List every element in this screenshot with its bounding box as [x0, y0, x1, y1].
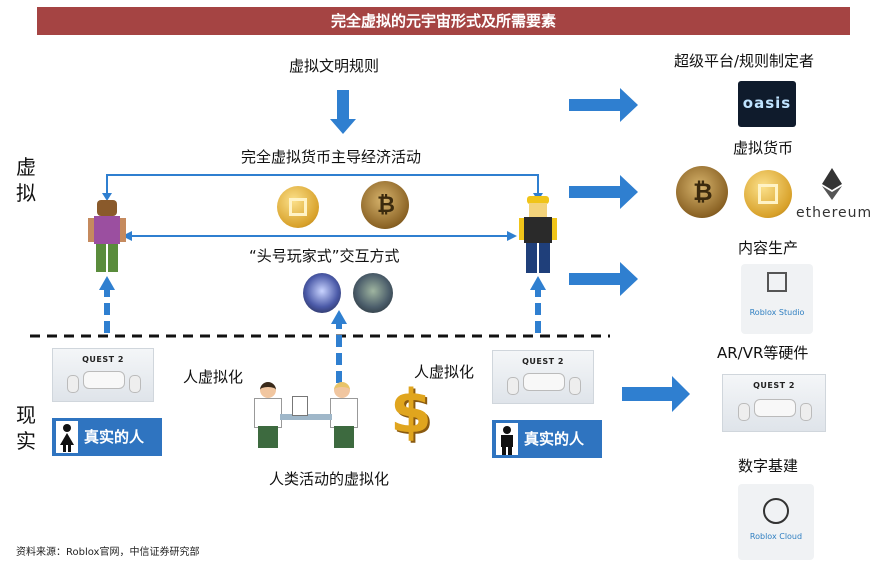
side-label-virtual: 虚拟 — [16, 155, 36, 205]
oasis-logo: oasis — [738, 81, 796, 127]
globe-icon — [763, 498, 789, 524]
bitcoin-coin-icon: ₿ — [676, 166, 728, 218]
ethereum-label: ethereum — [796, 205, 873, 221]
quest2-card-hardware: QUEST 2 — [722, 374, 826, 432]
quest2-card-left: QUEST 2 — [52, 348, 154, 402]
woman-icon — [56, 421, 78, 453]
humanize-label-left: 人虚拟化 — [183, 368, 244, 386]
quest2-label: QUEST 2 — [82, 355, 124, 364]
robux-coin-icon — [744, 170, 792, 218]
man-icon — [496, 423, 518, 455]
bitcoin-coin-icon: ₿ — [361, 181, 409, 229]
content-arrow — [569, 262, 638, 296]
side-label-real: 现实 — [16, 403, 36, 453]
quest2-card-right: QUEST 2 — [492, 350, 594, 404]
diagram-title: 完全虚拟的元宇宙形式及所需要素 — [37, 7, 850, 35]
hardware-label: AR/VR等硬件 — [717, 344, 809, 362]
infrastructure-label: 数字基建 — [738, 457, 799, 475]
real-person-badge-right: 真实的人 — [492, 420, 602, 458]
roblox-cloud-tile: Roblox Cloud — [738, 484, 814, 560]
interaction-label: “头号玩家式”交互方式 — [249, 247, 400, 265]
business-meeting-icon — [250, 380, 362, 450]
rules-label: 虚拟文明规则 — [289, 57, 380, 75]
crane-icon — [767, 272, 787, 292]
platform-label: 超级平台/规则制定者 — [674, 52, 815, 70]
robux-coin-icon — [277, 186, 319, 228]
source-note: 资料来源：Roblox官网，中信证券研究部 — [16, 547, 200, 558]
ethereum-icon — [822, 168, 842, 200]
currency-label: 虚拟货币 — [733, 139, 794, 157]
currency-arrow — [569, 175, 638, 209]
rules-down-arrow — [330, 90, 356, 134]
humanize-label-right: 人虚拟化 — [414, 363, 475, 381]
avatar-left — [88, 198, 126, 274]
vr-headset-icon — [83, 371, 125, 389]
game-scene-icon — [353, 273, 393, 313]
vr-headset-icon — [523, 373, 565, 391]
economy-bracket — [106, 174, 539, 198]
avatar-right — [519, 196, 557, 274]
hardware-arrow — [622, 376, 690, 412]
vr-headset-icon — [754, 399, 796, 417]
platform-arrow — [569, 88, 638, 122]
human-activity-label: 人类活动的虚拟化 — [269, 470, 390, 488]
content-label: 内容生产 — [738, 239, 799, 257]
real-person-badge-left: 真实的人 — [52, 418, 162, 456]
economy-label: 完全虚拟货币主导经济活动 — [241, 148, 422, 166]
dollar-icon: $ — [390, 377, 432, 447]
game-character-icon — [303, 273, 341, 313]
roblox-studio-tile: Roblox Studio — [741, 264, 813, 334]
